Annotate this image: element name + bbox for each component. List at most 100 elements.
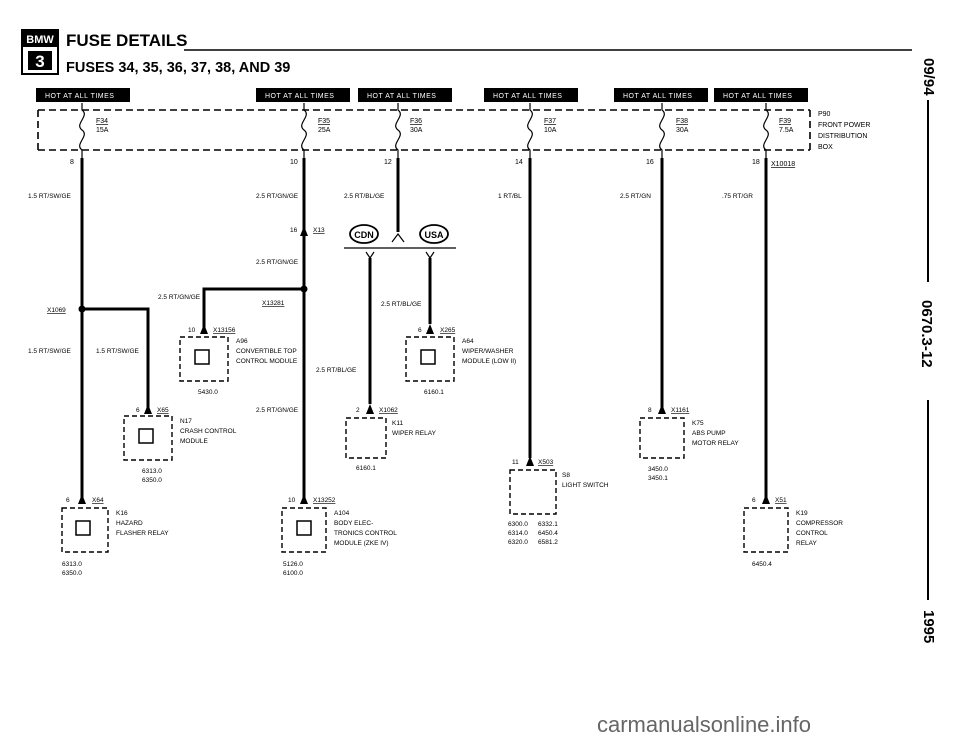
component-ref: 6332.1 [538, 521, 558, 528]
component-ref: 6313.0 [142, 468, 162, 475]
wire-label: 1 RT/BL [498, 193, 522, 200]
page-title: FUSE DETAILS [66, 31, 188, 50]
component-line1: LIGHT SWITCH [562, 482, 609, 489]
fuse-rating: 7.5A [779, 127, 794, 134]
component-box-k16 [61, 507, 109, 553]
variant-switch [391, 233, 405, 243]
connector-arrow [300, 226, 308, 236]
component-box-n17 [123, 415, 173, 461]
component-ref: 3450.1 [648, 475, 668, 482]
connector-id: X1161 [671, 407, 690, 414]
component-ref: 6581.2 [538, 539, 558, 546]
component-id: K19 [796, 510, 808, 517]
connector-pin: 11 [512, 459, 519, 466]
fuse-f39: F39 7.5A 18 [752, 103, 794, 166]
connector-pin: 6 [66, 497, 70, 504]
circuit-f36: 2.5 RT/BL/GE CDN USA 2.5 RT/BL/GE 2.5 RT… [316, 158, 516, 472]
connector-id: X64 [92, 497, 104, 504]
hot-label-f37: HOT AT ALL TIMES [493, 93, 562, 100]
connector-id: X503 [538, 459, 554, 466]
connector-arrow [300, 494, 308, 504]
component-line2: MODULE (LOW II) [462, 358, 516, 365]
component-line1: WIPER RELAY [392, 430, 437, 437]
component-line2: MODULE [180, 438, 208, 445]
component-line3: RELAY [796, 540, 817, 547]
component-box-s8 [509, 469, 557, 515]
wire-label: 2.5 RT/GN/GE [256, 193, 299, 200]
fuse-pin: 18 [752, 159, 760, 166]
watermark: carmanualsonline.info [597, 712, 811, 737]
wire-label: .75 RT/GR [722, 193, 753, 200]
component-line2: CONTROL [796, 530, 828, 537]
variant-badge-cdn [349, 224, 379, 244]
component-line1: BODY ELEC- [334, 520, 373, 527]
fuse-rating: 25A [318, 127, 331, 134]
hot-label-f36: HOT AT ALL TIMES [367, 93, 436, 100]
wire-label: 2.5 RT/BL/GE [316, 367, 357, 374]
component-id: A104 [334, 510, 350, 517]
right-margin: 09/94 0670.3-12 1995 [918, 58, 937, 643]
connector-arrow [762, 494, 770, 504]
variant-badge-usa [419, 224, 449, 244]
splice-label: X13281 [262, 300, 285, 307]
module-icon [194, 349, 210, 365]
component-id: K75 [692, 420, 704, 427]
circuit-f37: 1 RT/BL 11 X503 S8 LIGHT SWITCH 6300.0 6… [498, 158, 609, 546]
fuse-rating: 10A [544, 127, 557, 134]
bmw-logo-text: BMW [26, 34, 54, 46]
hot-labels: HOT AT ALL TIMES HOT AT ALL TIMES HOT AT… [36, 88, 808, 102]
component-ref: 6314.0 [508, 530, 528, 537]
wire-label: 2.5 RT/GN/GE [158, 294, 201, 301]
wire-label: 1.5 RT/SW/GE [28, 348, 72, 355]
component-box-a96 [179, 336, 229, 382]
fuse-f37: F37 10A 14 [515, 103, 557, 166]
component-ref: 6450.4 [752, 561, 772, 568]
wire-label: 1.5 RT/SW/GE [96, 348, 140, 355]
fuse-rating: 15A [96, 127, 109, 134]
fuse-name: F39 [779, 118, 791, 125]
component-ref: 6450.4 [538, 530, 558, 537]
fuse-rating: 30A [410, 127, 423, 134]
circuit-f35: 2.5 RT/GN/GE 16 X13 2.5 RT/GN/GE X13281 … [158, 158, 397, 577]
component-id: A64 [462, 338, 474, 345]
header: BMW 3 FUSE DETAILS FUSES 34, 35, 36, 37,… [21, 29, 912, 76]
fuse-box-line1: FRONT POWER [818, 122, 870, 129]
variant-cdn: CDN [354, 230, 374, 240]
hot-label-f39: HOT AT ALL TIMES [723, 93, 792, 100]
component-ref: 6300.0 [508, 521, 528, 528]
margin-section-code: 0670.3-12 [918, 300, 935, 368]
connector-id: X13 [313, 227, 325, 234]
wire-label: 2.5 RT/GN/GE [256, 407, 299, 414]
fuse-name: F37 [544, 118, 556, 125]
fuse-box-line2: DISTRIBUTION [818, 133, 867, 140]
component-line1: HAZARD [116, 520, 143, 527]
connector-arrow [78, 494, 86, 504]
circuit-f38: 2.5 RT/GN 8 X1161 K75 ABS PUMP MOTOR REL… [620, 158, 739, 482]
wire-label: 1.5 RT/SW/GE [28, 193, 72, 200]
connector-pin: 6 [136, 407, 140, 414]
component-line1: COMPRESSOR [796, 520, 843, 527]
connector-id: X13252 [313, 497, 336, 504]
component-box-k11 [345, 417, 387, 459]
connector-pin: 10 [188, 327, 196, 334]
page-subtitle: FUSES 34, 35, 36, 37, 38, AND 39 [66, 60, 290, 76]
connector-arrow [144, 404, 152, 414]
module-icon [296, 520, 312, 536]
component-id: N17 [180, 418, 192, 425]
component-id: K11 [392, 420, 403, 427]
fuses: F34 15A 8 F35 25A 10 F36 30A 12 F37 10A … [70, 103, 794, 166]
connector-pin: 2 [356, 407, 360, 414]
connector-pin: 6 [752, 497, 756, 504]
component-ref: 6160.1 [356, 465, 376, 472]
module-icon [138, 428, 154, 444]
hot-label-f35: HOT AT ALL TIMES [265, 93, 334, 100]
bmw-series-number: 3 [35, 52, 44, 71]
fuse-pin: 16 [646, 159, 654, 166]
fuse-pin: 14 [515, 159, 523, 166]
fuse-f36: F36 30A 12 [384, 103, 423, 166]
fuse-name: F34 [96, 118, 108, 125]
component-line2: MOTOR RELAY [692, 440, 739, 447]
margin-date: 09/94 [920, 58, 937, 96]
connector-pin: 10 [288, 497, 296, 504]
